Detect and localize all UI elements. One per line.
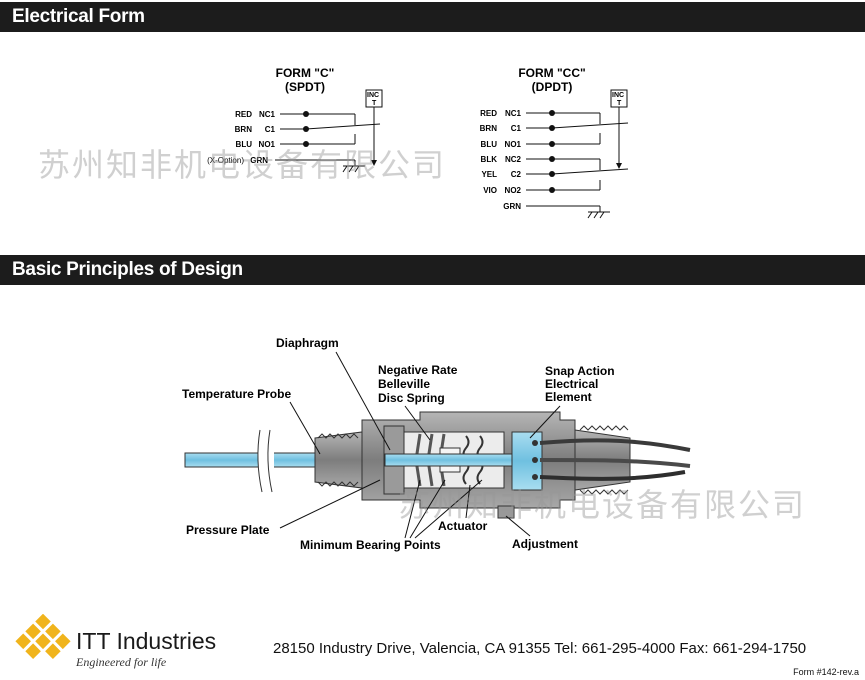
lead-wire <box>539 458 691 468</box>
leader-line <box>404 479 421 539</box>
form-cc-subtitle: (DPDT) <box>532 80 573 94</box>
form-c-diagram: FORM "C" (SPDT) INC T RED NC1 BRN C1 BLU… <box>207 66 383 173</box>
adjustment-screw <box>497 505 515 519</box>
itt-logo-icon <box>15 614 71 659</box>
wire-terminal: C2 <box>511 170 522 179</box>
label-minimum-bearing: Minimum Bearing Points <box>300 538 441 552</box>
wire-color: (X-Option) <box>207 156 244 165</box>
cross-section-diagram: Diaphragm Temperature Probe Negative Rat… <box>182 336 691 552</box>
ground-symbol <box>599 211 605 219</box>
wire-color: VIO <box>483 186 497 195</box>
form-c-title: FORM "C" <box>276 66 335 80</box>
terminal-dot <box>303 111 309 117</box>
wire-terminal: C1 <box>511 124 522 133</box>
wire-terminal: NO1 <box>259 140 276 149</box>
ground-symbol <box>354 165 360 173</box>
terminal-dot <box>549 141 555 147</box>
form-cc-diagram: FORM "CC" (DPDT) INC T RED NC1 BRN C1 BL… <box>480 66 629 219</box>
wire-color: BLU <box>236 140 253 149</box>
label-actuator: Actuator <box>438 519 488 533</box>
terminal-dot <box>549 171 555 177</box>
label-electrical: Electrical <box>545 377 598 391</box>
label-element: Element <box>545 390 592 404</box>
wire-terminal: NO1 <box>505 140 522 149</box>
company-address: 28150 Industry Drive, Valencia, CA 91355… <box>273 640 807 657</box>
break-mark <box>257 429 273 493</box>
form-number: Form #142-rev.a <box>793 667 859 677</box>
section-title: Basic Principles of Design <box>12 259 243 280</box>
wire-color: RED <box>480 109 497 118</box>
switch-blade <box>305 123 381 130</box>
terminal-dot <box>549 125 555 131</box>
terminal-dot <box>549 110 555 116</box>
lead-wire <box>539 470 686 481</box>
label-temperature-probe: Temperature Probe <box>182 387 291 401</box>
brand-name: ITT Industries <box>76 628 217 654</box>
terminal-dot <box>549 187 555 193</box>
label-snap-action: Snap Action <box>545 364 615 378</box>
leader-line <box>404 405 431 441</box>
actuator-rod <box>384 453 516 467</box>
wire-terminal: NC1 <box>505 109 522 118</box>
label-diaphragm: Diaphragm <box>276 336 339 350</box>
watermark: 苏州知非机电设备有限公司 <box>38 146 447 184</box>
wire-terminal: GRN <box>503 202 521 211</box>
wire-color: BLK <box>481 155 498 164</box>
ground-symbol <box>342 165 348 173</box>
inc-arrow-head <box>616 163 622 169</box>
terminal-dot <box>549 156 555 162</box>
switch-blade <box>551 168 629 175</box>
ground-symbol <box>593 211 599 219</box>
wire-terminal: NC1 <box>259 110 276 119</box>
ground-symbol <box>587 211 593 219</box>
leader-line <box>279 479 381 529</box>
wire-terminal: NC2 <box>505 155 522 164</box>
leader-line <box>414 479 483 539</box>
wire-color: BRN <box>235 125 253 134</box>
brand-tagline: Engineered for life <box>76 655 167 669</box>
wiring-diagrams: FORM "C" (SPDT) INC T RED NC1 BRN C1 BLU… <box>207 66 629 219</box>
wire-color: YEL <box>481 170 497 179</box>
wire-color: BLU <box>481 140 498 149</box>
lead-wire <box>539 438 691 452</box>
wire-terminal: C1 <box>265 125 276 134</box>
contact-dot <box>532 440 538 446</box>
section-header-basic-principles: Basic Principles of Design <box>0 255 865 285</box>
wire-color: BRN <box>480 124 498 133</box>
ground-symbol <box>348 165 354 173</box>
leader-line <box>505 515 531 537</box>
label-disc-spring: Disc Spring <box>378 391 445 405</box>
leader-line <box>335 351 391 451</box>
leader-line <box>409 479 446 539</box>
inc-arrow-head <box>371 160 377 166</box>
label-pressure-plate: Pressure Plate <box>186 523 270 537</box>
section-header-electrical-form: Electrical Form <box>0 2 865 32</box>
form-c-subtitle: (SPDT) <box>285 80 325 94</box>
label-belleville: Belleville <box>378 377 430 391</box>
label-negative-rate: Negative Rate <box>378 363 458 377</box>
t-label: T <box>372 100 377 107</box>
form-cc-title: FORM "CC" <box>518 66 585 80</box>
leader-line <box>289 401 321 455</box>
contact-dot <box>532 474 538 480</box>
threaded-fitting <box>314 431 363 489</box>
watermark: 苏州知非机电设备有限公司 <box>398 486 807 524</box>
inc-label: INC <box>367 92 379 99</box>
terminal-dot <box>303 141 309 147</box>
terminal-dot <box>303 126 309 132</box>
switch-blade <box>551 122 629 129</box>
wire-color: RED <box>235 110 252 119</box>
threads <box>579 425 629 495</box>
label-adjustment: Adjustment <box>512 537 578 551</box>
contact-dot <box>532 457 538 463</box>
threads <box>317 433 359 487</box>
wire-terminal: GRN <box>250 156 268 165</box>
wire-terminal: NO2 <box>505 186 522 195</box>
inc-label: INC <box>612 92 624 99</box>
t-label: T <box>617 100 622 107</box>
section-title: Electrical Form <box>12 6 145 27</box>
leader-line <box>529 405 561 439</box>
